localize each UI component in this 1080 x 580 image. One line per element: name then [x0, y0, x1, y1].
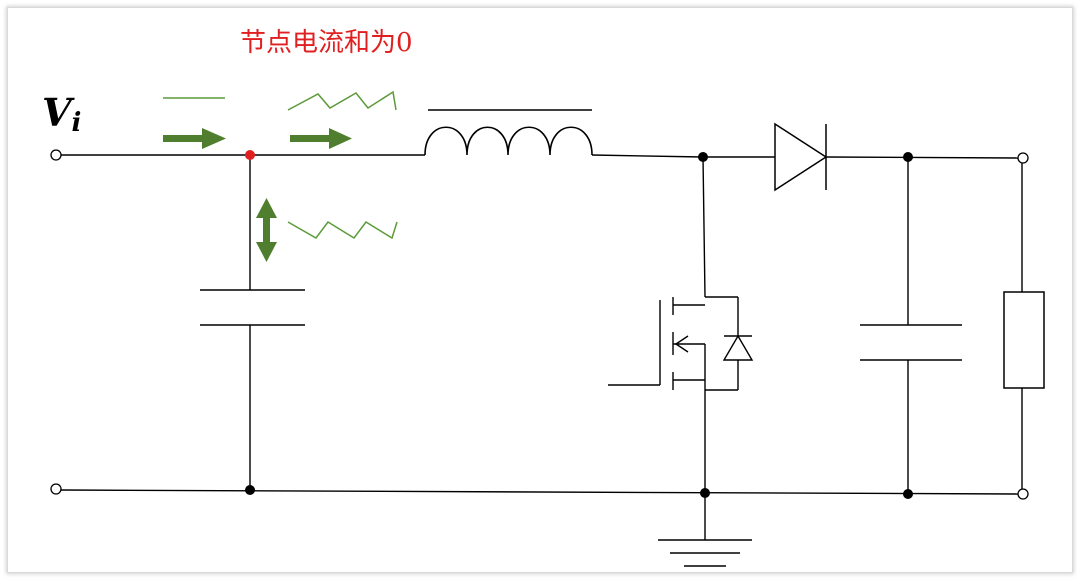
input-terminal-top [50, 149, 62, 161]
diagram-title: 节点电流和为0 [240, 28, 413, 58]
input-terminal-bottom [50, 483, 62, 495]
output-terminal-bottom [1017, 488, 1029, 500]
diagram-frame [7, 7, 1073, 573]
sawtooth-icon [287, 90, 397, 111]
output-terminal-top [1017, 152, 1029, 164]
input-capacitor [200, 289, 305, 326]
double-arrow-icon [256, 198, 277, 262]
arrow-right-icon [163, 128, 226, 149]
input-node-highlight [245, 150, 255, 160]
vi-main: V [42, 90, 72, 135]
vi-sub: i [71, 108, 82, 139]
load-resistor [1003, 291, 1045, 389]
output-diode [774, 122, 828, 192]
circuit-wires [59, 154, 1023, 540]
junction-dots [245, 152, 913, 499]
sawtooth-icon-2 [287, 221, 398, 240]
input-voltage-label: Vi [42, 90, 81, 138]
inductor [424, 109, 593, 156]
output-capacitor [860, 324, 962, 361]
arrow-right-icon-2 [290, 128, 352, 149]
ground-symbol [658, 539, 752, 567]
mosfet-switch [608, 296, 754, 391]
